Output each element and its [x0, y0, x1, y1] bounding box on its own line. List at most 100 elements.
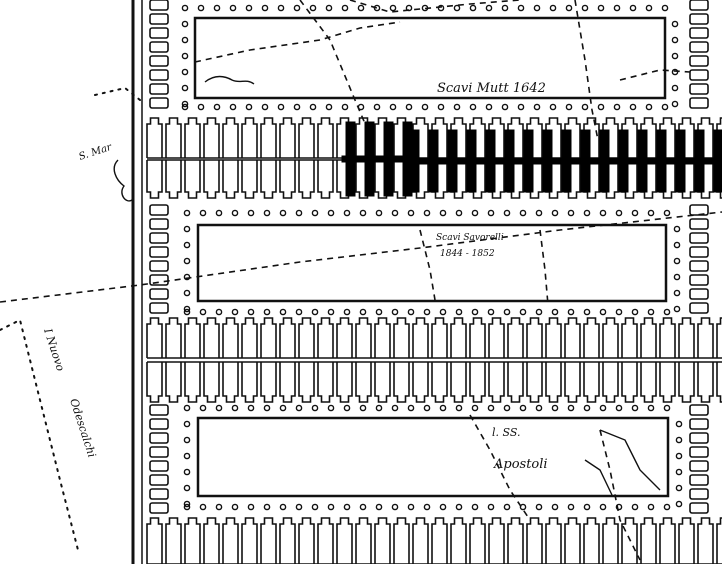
- column-dot: [311, 209, 319, 217]
- label-scavi-savorelli: Scavi Savorelli: [436, 233, 504, 243]
- shop-cell: [374, 317, 391, 358]
- column-dot: [263, 209, 271, 217]
- column-dot: [295, 209, 303, 217]
- column-dot: [231, 308, 239, 316]
- column-dot: [341, 4, 349, 12]
- shop-cell: [583, 117, 600, 158]
- shop-cell: [165, 117, 182, 158]
- shop-cell: [564, 317, 581, 358]
- shop-cell: [716, 362, 722, 403]
- side-cell: [149, 432, 169, 444]
- shop-cell: [450, 317, 467, 358]
- column-dot: [671, 100, 679, 108]
- shop-cell: [336, 362, 353, 403]
- side-cell: [149, 0, 169, 11]
- shop-cell: [469, 362, 486, 403]
- column-dot: [389, 103, 397, 111]
- column-dot: [663, 503, 671, 511]
- shop-cell: [450, 362, 467, 403]
- column-dot: [455, 503, 463, 511]
- shop-cell: [336, 517, 353, 564]
- column-dot: [661, 4, 669, 12]
- shop-cell: [602, 317, 619, 358]
- shop-cell: [241, 317, 258, 358]
- side-cell: [149, 218, 169, 230]
- shop-cell: [678, 317, 695, 358]
- column-dot: [673, 241, 681, 249]
- column-dot: [615, 308, 623, 316]
- column-dot: [183, 305, 191, 313]
- shop-cell: [659, 317, 676, 358]
- column-dot: [453, 103, 461, 111]
- column-dot: [549, 103, 557, 111]
- column-dot: [423, 404, 431, 412]
- shop-cell: [412, 117, 429, 158]
- column-dot: [671, 20, 679, 28]
- side-cell: [689, 55, 709, 67]
- shop-cell: [507, 317, 524, 358]
- column-dot: [199, 404, 207, 412]
- side-cell: [689, 404, 709, 416]
- column-dot: [487, 503, 495, 511]
- shop-cell: [374, 362, 391, 403]
- column-dot: [215, 503, 223, 511]
- column-dot: [519, 404, 527, 412]
- column-dot: [183, 273, 191, 281]
- column-dot: [181, 20, 189, 28]
- column-dot: [647, 404, 655, 412]
- side-cell: [149, 288, 169, 300]
- column-dot: [261, 4, 269, 12]
- shop-cell: [393, 317, 410, 358]
- column-dot: [231, 404, 239, 412]
- column-dot: [325, 103, 333, 111]
- side-cell: [689, 97, 709, 109]
- shop-cell: [222, 160, 239, 199]
- column-dot: [343, 404, 351, 412]
- shop-cell: [621, 317, 638, 358]
- column-dot: [183, 452, 191, 460]
- column-dot: [327, 404, 335, 412]
- shop-cell: [355, 362, 372, 403]
- shop-cell: [526, 317, 543, 358]
- excavated-band: [341, 155, 407, 163]
- column-dot: [673, 289, 681, 297]
- column-dot: [675, 468, 683, 476]
- shop-cell: [488, 117, 505, 158]
- shop-cell: [184, 517, 201, 564]
- shop-cell: [298, 362, 315, 403]
- shop-cell: [222, 117, 239, 158]
- column-dot: [199, 308, 207, 316]
- column-dot: [183, 257, 191, 265]
- column-dot: [485, 103, 493, 111]
- shop-cell: [393, 517, 410, 564]
- column-dot: [389, 4, 397, 12]
- column-dot: [277, 103, 285, 111]
- column-dot: [295, 308, 303, 316]
- column-dot: [437, 103, 445, 111]
- column-dot: [181, 52, 189, 60]
- shop-cell: [678, 517, 695, 564]
- column-dot: [183, 468, 191, 476]
- column-dot: [671, 84, 679, 92]
- column-dot: [183, 436, 191, 444]
- column-dot: [533, 4, 541, 12]
- column-dot: [631, 503, 639, 511]
- column-dot: [673, 273, 681, 281]
- shop-cell: [431, 317, 448, 358]
- column-dot: [181, 68, 189, 76]
- column-dot: [455, 404, 463, 412]
- shop-cell: [222, 362, 239, 403]
- shop-cell: [583, 362, 600, 403]
- shop-cell: [488, 317, 505, 358]
- column-dot: [343, 209, 351, 217]
- shop-cell: [716, 117, 722, 158]
- shop-cell: [279, 160, 296, 199]
- shop-cell: [260, 117, 277, 158]
- column-dot: [675, 420, 683, 428]
- excavated-band: [405, 157, 722, 165]
- column-dot: [183, 209, 191, 217]
- column-dot: [663, 308, 671, 316]
- column-dot: [439, 503, 447, 511]
- column-dot: [673, 305, 681, 313]
- side-cell: [689, 274, 709, 286]
